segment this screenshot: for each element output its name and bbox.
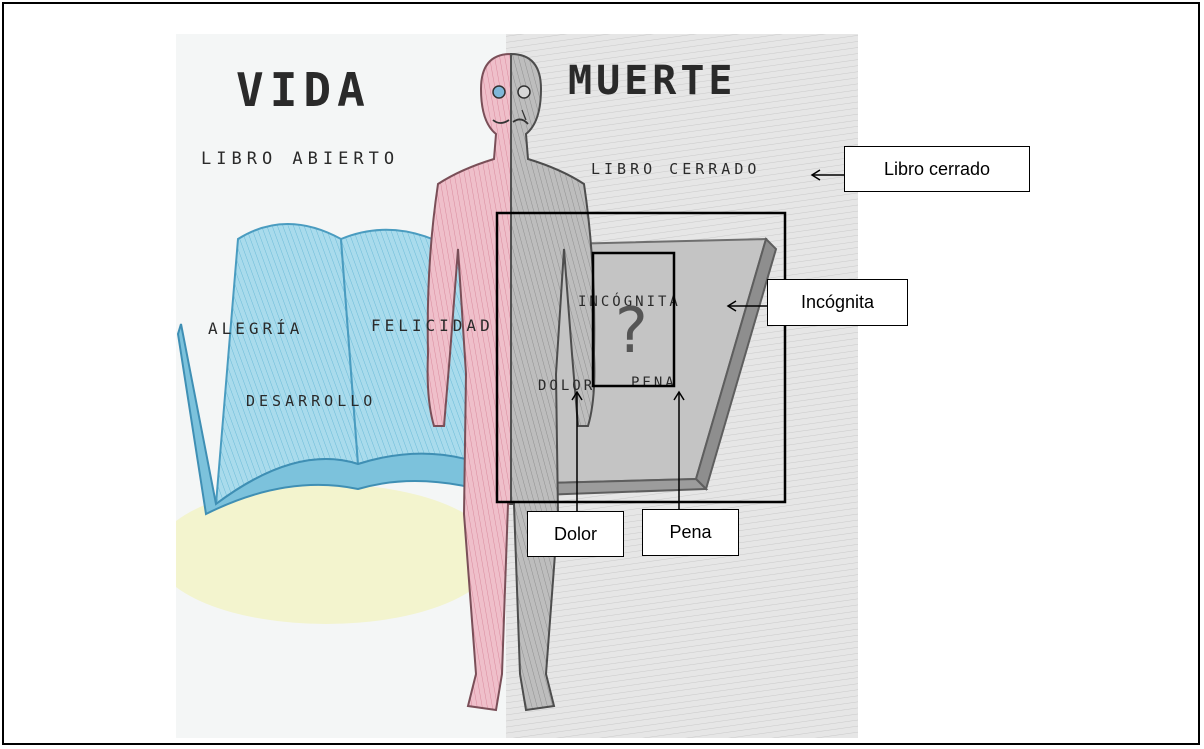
callout-incognita: Incógnita <box>767 279 908 326</box>
word-alegria: ALEGRÍA <box>208 319 303 338</box>
callout-pena-text: Pena <box>669 522 712 542</box>
subtitle-libro-abierto: LIBRO ABIERTO <box>201 149 399 169</box>
word-desarrollo: DESARROLLO <box>246 392 376 410</box>
callout-libro-cerrado: Libro cerrado <box>844 146 1030 192</box>
callout-incognita-text: Incógnita <box>800 292 875 312</box>
callout-dolor: Dolor <box>527 511 624 557</box>
heading-muerte: MUERTE <box>568 58 737 104</box>
question-mark: ? <box>612 294 649 367</box>
callout-pena: Pena <box>642 509 739 556</box>
subtitle-libro-cerrado: LIBRO CERRADO <box>591 160 760 178</box>
callout-libro-cerrado-text: Libro cerrado <box>883 158 991 179</box>
callout-dolor-text: Dolor <box>553 523 597 544</box>
yellow-shading <box>176 484 496 624</box>
word-dolor: DOLOR <box>538 378 595 394</box>
word-pena: PENA <box>631 375 677 391</box>
drawing-canvas: VIDA MUERTE LIBRO ABIERTO LIBRO CERRADO … <box>176 34 858 738</box>
hand-drawing: VIDA MUERTE LIBRO ABIERTO LIBRO CERRADO … <box>176 34 858 738</box>
word-felicidad: FELICIDAD <box>371 316 494 335</box>
heading-vida: VIDA <box>236 63 371 117</box>
